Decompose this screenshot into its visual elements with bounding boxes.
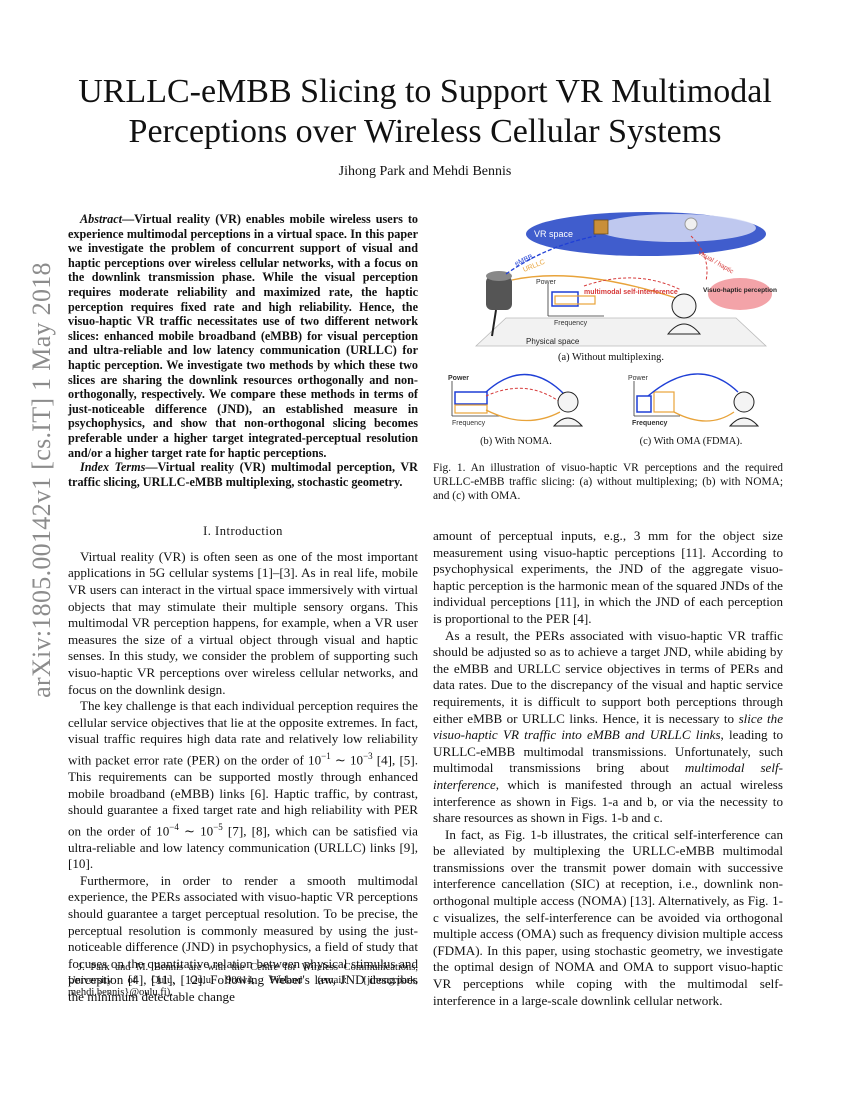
base-station-icon <box>486 271 512 337</box>
right-paragraph-1: amount of perceptual inputs, e.g., 3 mm … <box>433 528 783 626</box>
embb-link <box>505 235 597 275</box>
resource-inset-c <box>633 381 680 417</box>
urllc-arrow-c <box>673 411 735 422</box>
abstract-label: Abstract <box>80 212 122 226</box>
physical-space-plane <box>474 317 768 347</box>
virtual-object-icon <box>593 219 609 235</box>
vr-user-icon-a <box>666 293 702 335</box>
figure-1-caption: Fig. 1. An illustration of visuo-haptic … <box>433 462 783 502</box>
right-paragraph-2: As a result, the PERs associated with vi… <box>433 627 784 826</box>
paper-authors: Jihong Park and Mehdi Bennis <box>338 164 512 179</box>
frequency-label-c: Frequency <box>632 420 668 427</box>
arxiv-identifier: arXiv:1805.00142v1 [cs.IT] 1 May 2018 <box>27 262 57 698</box>
vr-user-icon-b <box>552 391 584 427</box>
subcaption-c: (c) With OMA (FDMA). <box>640 436 743 447</box>
visual-haptic-link <box>690 235 708 282</box>
author-footnote: J. Park and M. Bennis are with the Centr… <box>68 962 418 999</box>
visual-haptic-label: visual / haptic <box>697 250 735 276</box>
intro-paragraph-2: The key challenge is that each individua… <box>68 698 418 872</box>
left-column: Abstract—Virtual reality (VR) enables mo… <box>68 212 418 1006</box>
intro-paragraph-1: Virtual reality (VR) is often seen as on… <box>68 548 418 697</box>
index-terms: Index Terms—Virtual reality (VR) multimo… <box>68 460 418 489</box>
subcaption-a: (a) Without multiplexing. <box>558 352 664 363</box>
abstract-text: —Virtual reality (VR) enables mobile wir… <box>68 212 418 460</box>
power-label-a: Power <box>536 279 557 286</box>
resource-inset-b <box>451 381 500 417</box>
self-interference-label: multimodal self-interference <box>584 289 678 296</box>
perception-cloud <box>708 278 772 310</box>
intro-paragraph-3: Furthermore, in order to render a smooth… <box>68 872 418 1005</box>
figure-1: VR space Physical space eMBB URLLC visua… <box>448 212 777 447</box>
urllc-arrow-b <box>485 409 561 422</box>
right-column: amount of perceptual inputs, e.g., 3 mm … <box>433 528 783 1009</box>
power-label-b: Power <box>448 375 469 382</box>
right-paragraph-3: In fact, as Fig. 1-b illustrates, the cr… <box>433 826 783 1008</box>
section-heading-introduction: I. Introduction <box>203 524 283 539</box>
vr-user-icon-c <box>728 391 760 427</box>
vr-space-label: VR space <box>534 229 573 239</box>
embb-arrow-b <box>485 373 565 395</box>
abstract: Abstract—Virtual reality (VR) enables mo… <box>68 212 418 460</box>
interference-arrow-b <box>485 387 561 403</box>
subcaption-b: (b) With NOMA. <box>480 436 552 447</box>
index-terms-text: —Virtual reality (VR) multimodal percept… <box>68 460 418 489</box>
power-label-c: Power <box>628 375 649 382</box>
perception-label: Visuo-haptic perception <box>703 287 777 294</box>
urllc-link <box>511 275 677 299</box>
interference-arrow <box>583 277 682 291</box>
paper-title: URLLC-eMBB Slicing to Support VR Multimo… <box>78 73 772 150</box>
physical-space-label: Physical space <box>526 337 580 346</box>
frequency-label-a: Frequency <box>554 320 588 327</box>
embb-arrow-c <box>647 373 739 397</box>
index-terms-label: Index Terms <box>80 460 146 475</box>
frequency-label-b: Frequency <box>452 420 486 427</box>
virtual-hand-icon <box>684 217 698 231</box>
resource-inset-a <box>547 284 604 317</box>
